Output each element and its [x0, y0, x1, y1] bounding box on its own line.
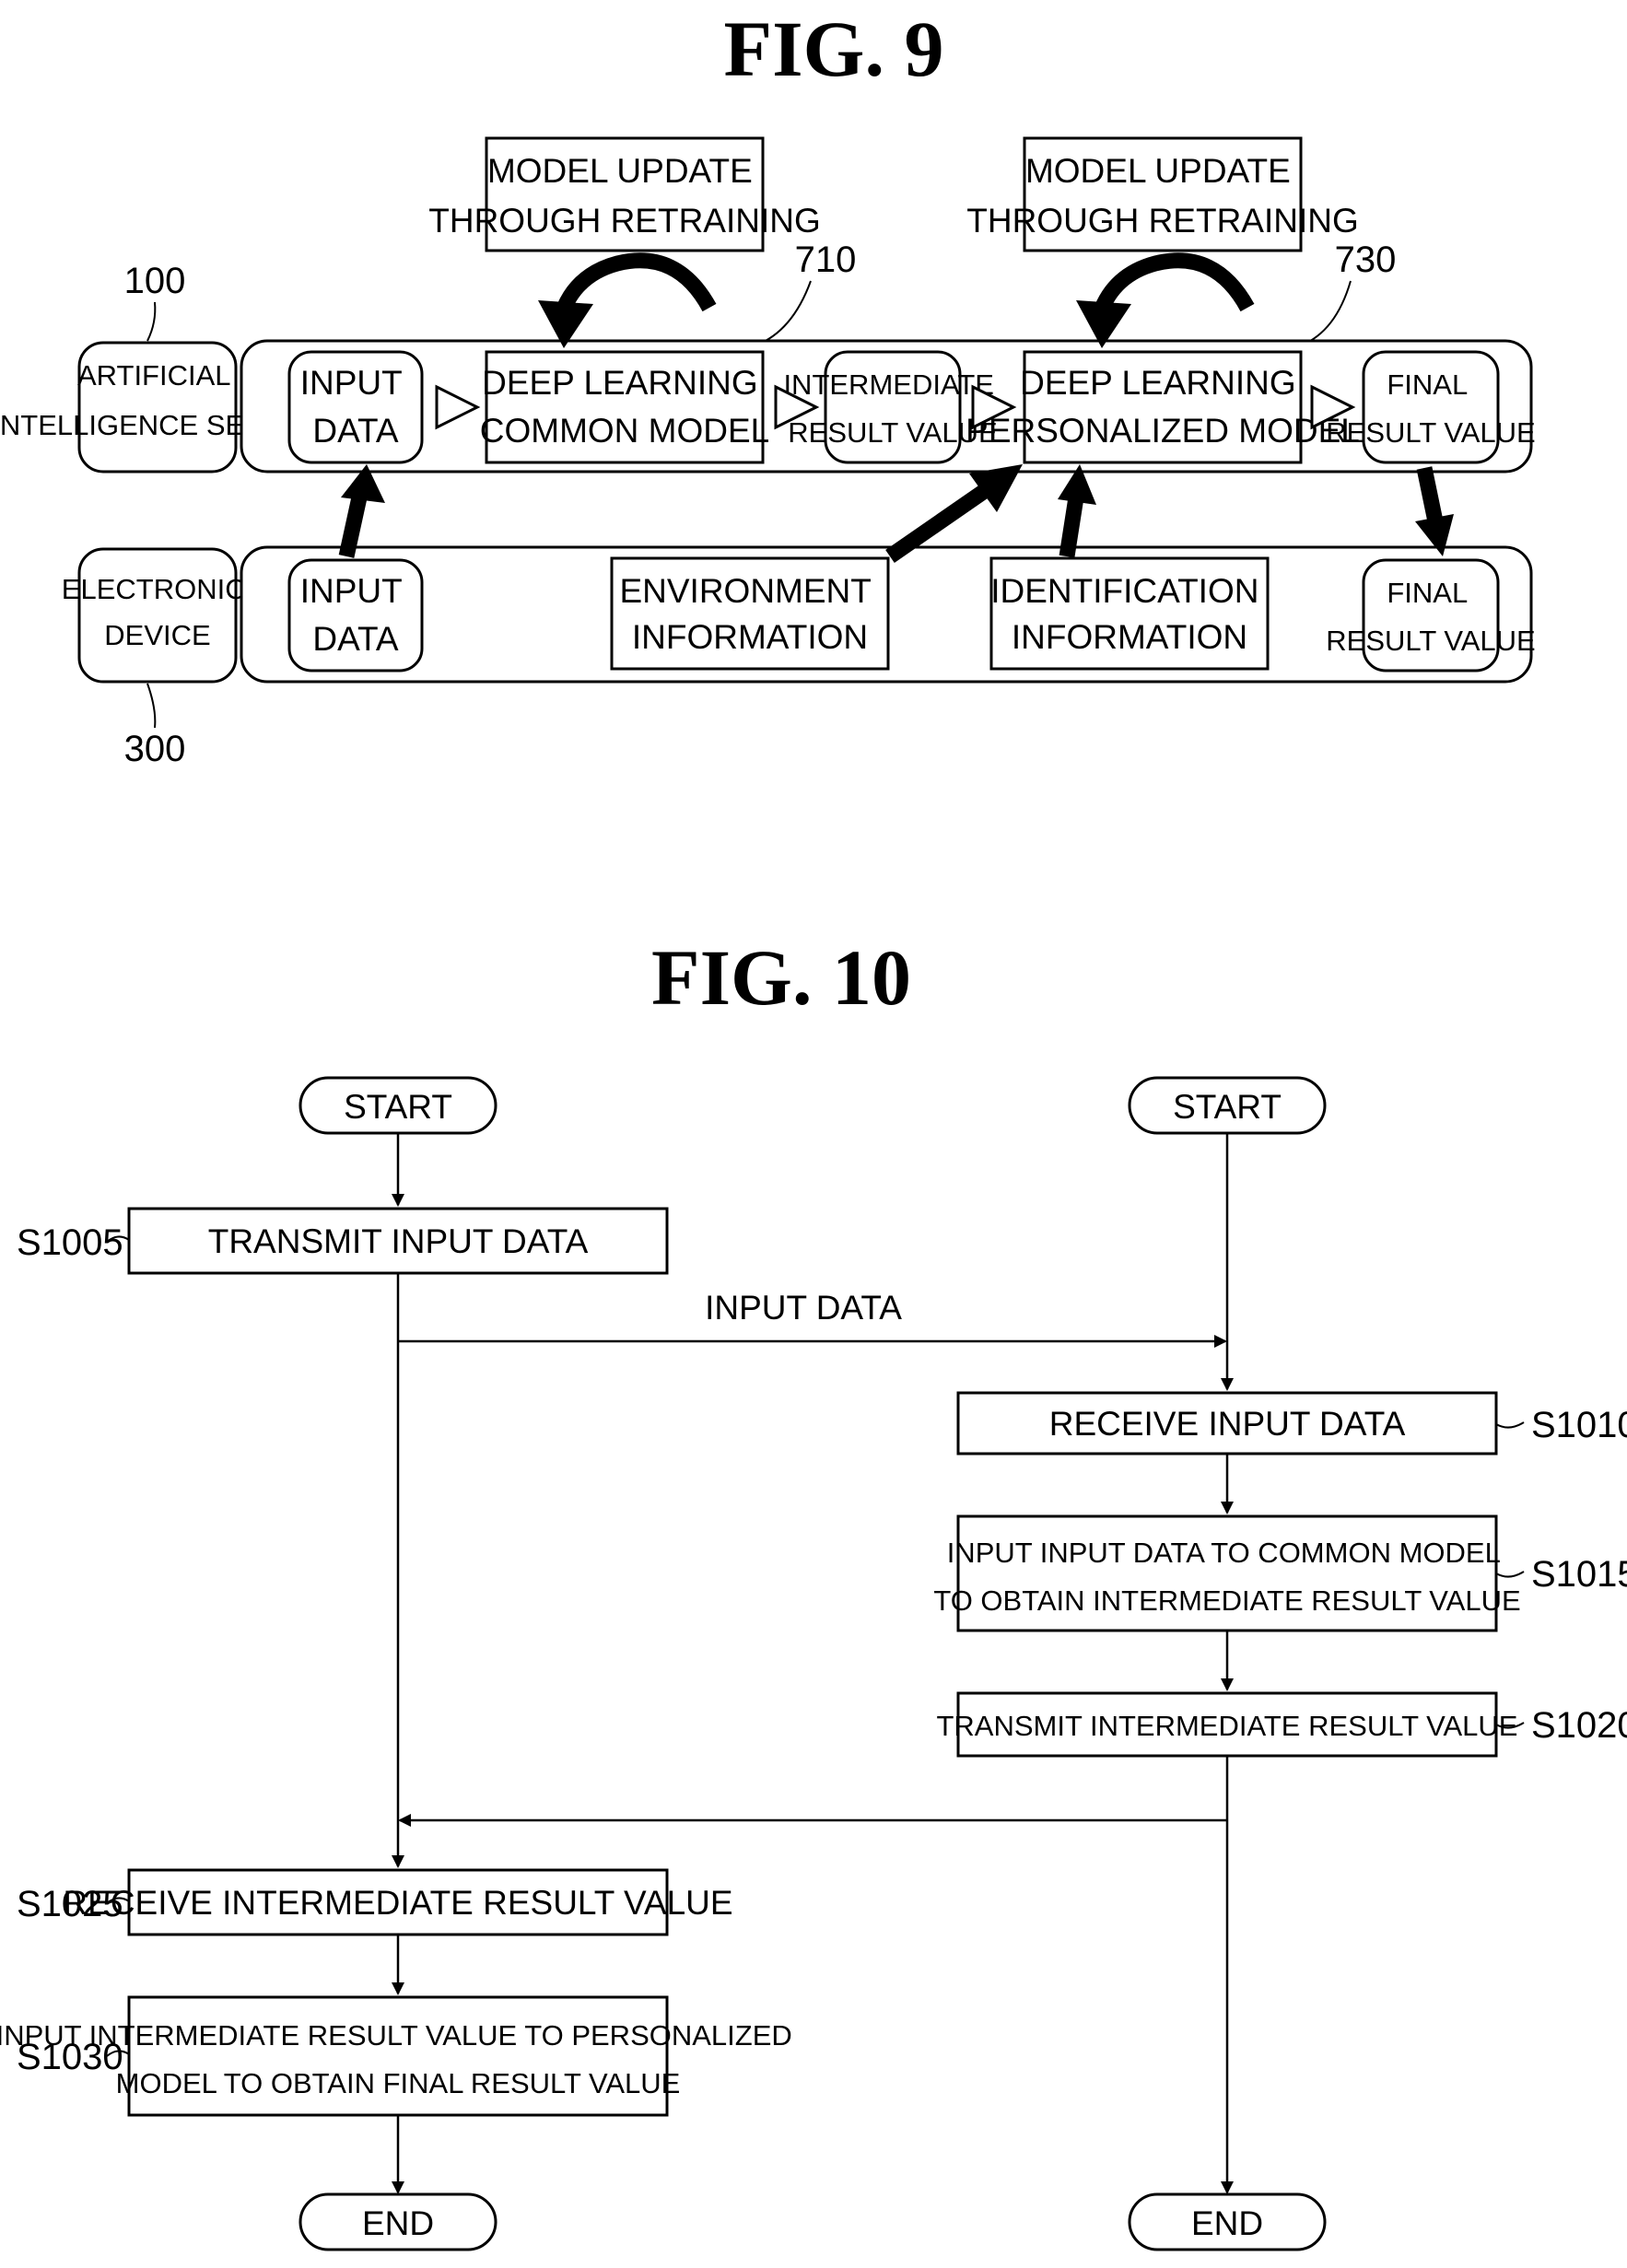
- step-s1020-text: TRANSMIT INTERMEDIATE RESULT VALUE: [936, 1710, 1517, 1742]
- step-s1005-text: TRANSMIT INPUT DATA: [208, 1222, 589, 1260]
- arrow-input-up: [341, 464, 385, 556]
- arrow-final-down: [1415, 468, 1454, 556]
- end-label-left: END: [362, 2204, 434, 2242]
- arrow-identification-up: [1058, 464, 1096, 556]
- ref-300: 300: [124, 729, 186, 769]
- fig10-title: FIG. 10: [651, 933, 911, 1022]
- step-s1030-id: S1030: [17, 2037, 123, 2077]
- step-s1010-id: S1010: [1531, 1405, 1627, 1445]
- retrain-arrow-right: [1076, 261, 1247, 348]
- retrain-arrow-left: [538, 261, 709, 348]
- start-label-left: START: [344, 1088, 452, 1126]
- leader-730: [1301, 281, 1351, 345]
- leader-100: [147, 302, 155, 341]
- step-s1025-text: RECEIVE INTERMEDIATE RESULT VALUE: [63, 1884, 732, 1922]
- ref-710: 710: [795, 240, 857, 280]
- arrow-environment-to-personal: [890, 464, 1023, 556]
- msg-input-data-label: INPUT DATA: [705, 1289, 902, 1327]
- leader-710: [755, 281, 811, 345]
- ref-100: 100: [124, 261, 186, 301]
- step-s1025-id: S1025: [17, 1884, 123, 1924]
- step-s1010-text: RECEIVE INPUT DATA: [1049, 1405, 1406, 1443]
- leader-300: [147, 684, 155, 728]
- fig10: FIG. 10 INPUT DATA START START END END T…: [0, 933, 1627, 2250]
- fig9-title: FIG. 9: [724, 5, 944, 93]
- step-s1005-id: S1005: [17, 1222, 123, 1263]
- end-label-right: END: [1191, 2204, 1263, 2242]
- leader-s1015: [1496, 1572, 1524, 1577]
- ref-730: 730: [1335, 240, 1397, 280]
- step-s1020-id: S1020: [1531, 1705, 1627, 1746]
- fig9: FIG. 9 100 300 710 730 ARTIFICIAL INTELL…: [0, 5, 1536, 769]
- start-label-right: START: [1173, 1088, 1282, 1126]
- step-s1015-id: S1015: [1531, 1554, 1627, 1595]
- leader-s1010: [1496, 1422, 1524, 1428]
- device-label-box: [79, 549, 236, 682]
